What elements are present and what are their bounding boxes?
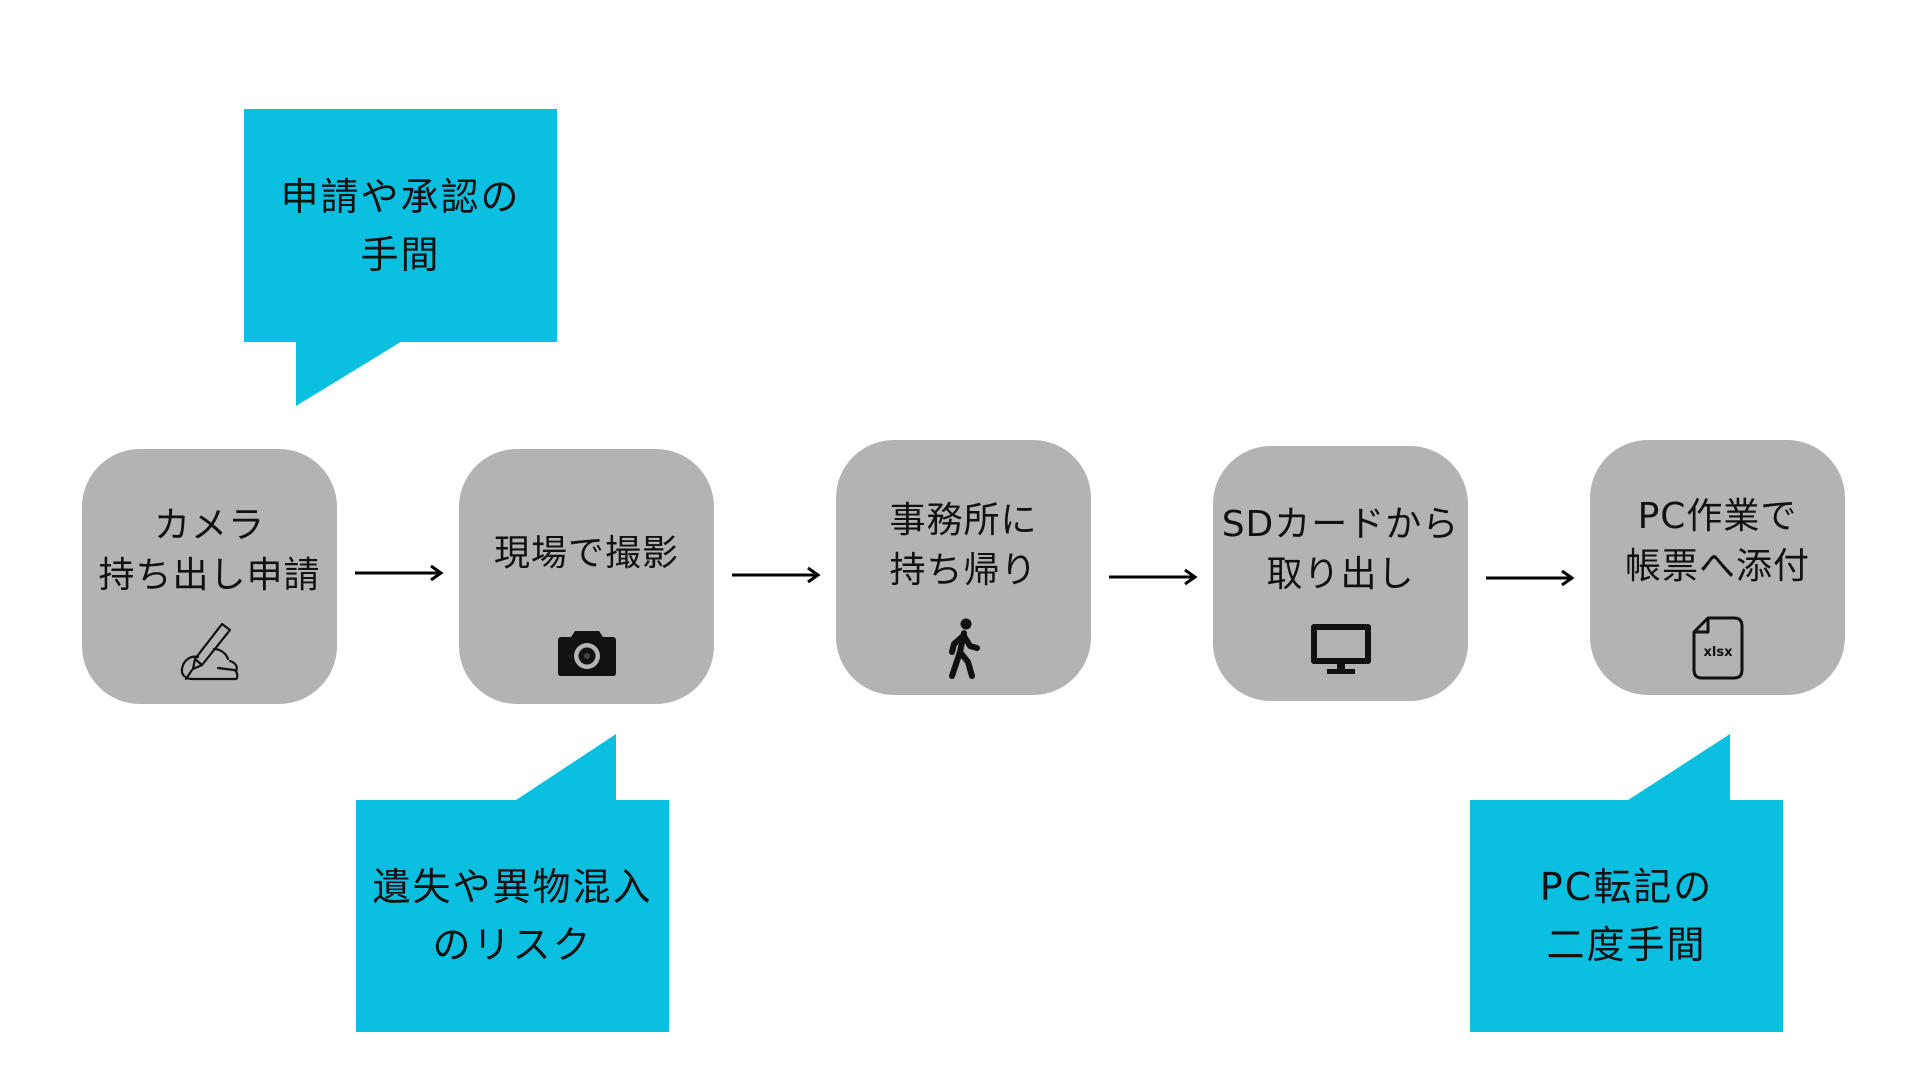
step-label-line-1: SDカードから (1221, 504, 1460, 545)
callout-loss-risk: 遺失や異物混入 のリスク (356, 800, 669, 1032)
step-label-line-1: 事務所に (889, 500, 1038, 541)
callout-line-1: PC転記の (1539, 865, 1714, 909)
callout-double-entry: PC転記の 二度手間 (1470, 800, 1783, 1032)
callout-line-1: 遺失や異物混入 (372, 865, 653, 909)
callout-tail-approval (296, 340, 404, 406)
step-label-line-2: 取り出し (1266, 554, 1415, 595)
step-label-line-2: 帳票へ添付 (1624, 546, 1810, 587)
callout-line-1: 申請や承認の (280, 174, 521, 219)
step-label-line-2: 持ち帰り (889, 550, 1038, 591)
file-type-label: xlsx (1703, 645, 1733, 660)
step-camera-request: カメラ 持ち出し申請 (82, 449, 337, 704)
step-label-line-1: 現場で撮影 (493, 533, 679, 574)
walking-person-icon (948, 618, 980, 679)
xlsx-file-icon: xlsx (1692, 616, 1743, 680)
callout-line-2: 二度手間 (1546, 923, 1707, 967)
step-label-line-1: PC作業で (1637, 496, 1798, 537)
monitor-icon (1310, 624, 1371, 674)
callout-tail-loss-risk (510, 734, 616, 804)
step-label-line-1: カメラ (153, 505, 265, 546)
flow-arrow (1109, 568, 1198, 586)
flow-arrow (732, 566, 821, 584)
flow-arrow (1486, 569, 1575, 587)
flow-arrow (355, 564, 444, 582)
step-shoot-on-site: 現場で撮影 (459, 449, 714, 704)
callout-line-2: のリスク (432, 923, 593, 967)
step-pc-attach-form: PC作業で 帳票へ添付 xlsx (1590, 440, 1845, 695)
callout-line-2: 手間 (360, 232, 441, 277)
callout-tail-double-entry (1622, 734, 1730, 804)
camera-icon (557, 631, 616, 676)
step-sd-card-extract: SDカードから 取り出し (1213, 446, 1468, 701)
step-label-line-2: 持ち出し申請 (98, 555, 321, 596)
callout-approval-effort: 申請や承認の 手間 (244, 109, 557, 342)
step-bring-back-office: 事務所に 持ち帰り (836, 440, 1091, 695)
hand-writing-icon (180, 622, 238, 681)
